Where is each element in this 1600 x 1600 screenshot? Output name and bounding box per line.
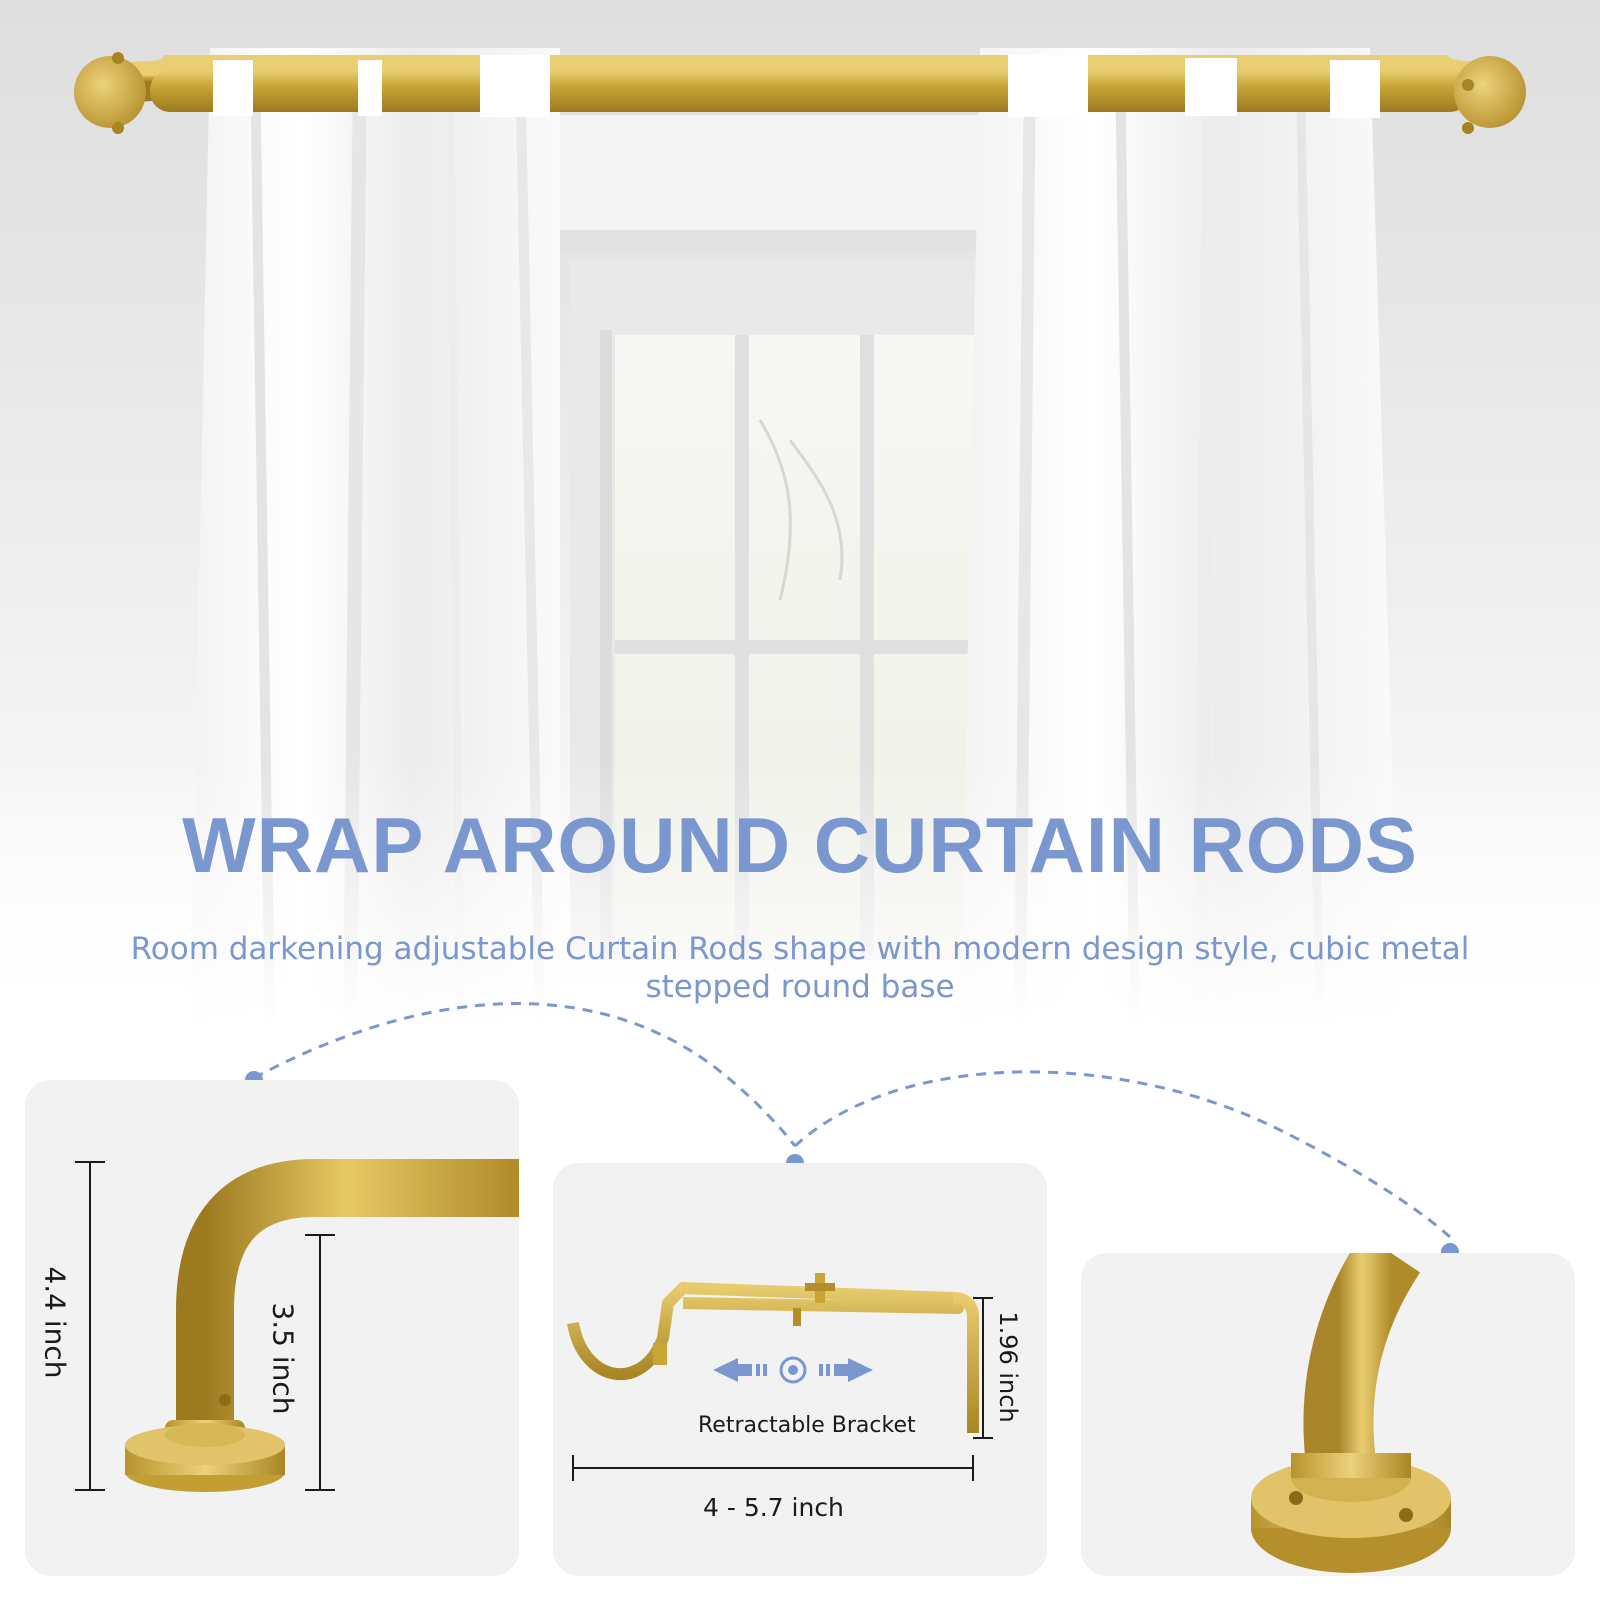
bracket-illustration: [567, 1273, 993, 1481]
base-closeup-illustration: [1251, 1253, 1451, 1573]
height-panel: 4.4 inch 3.5 inch: [25, 1080, 519, 1576]
outer-height-label: 4.4 inch: [38, 1266, 72, 1379]
bracket-width-label: 4 - 5.7 inch: [703, 1493, 844, 1522]
bracket-panel: Retractable Bracket 1.96 inch 4 - 5.7 in…: [553, 1163, 1047, 1576]
retractable-bracket-label: Retractable Bracket: [698, 1413, 916, 1438]
subline: Room darkening adjustable Curtain Rods s…: [130, 931, 1470, 1005]
bracket-height-label: 1.96 inch: [994, 1311, 1022, 1423]
headline: WRAP AROUND CURTAIN RODS: [182, 801, 1418, 889]
curtain-scene: [0, 0, 1600, 1030]
gold-rod: [74, 52, 1526, 134]
base-panel: [1081, 1253, 1575, 1576]
inner-height-label: 3.5 inch: [266, 1302, 300, 1415]
double-arrow-icon: [713, 1356, 873, 1384]
rod-elbow-illustration: [75, 1159, 519, 1492]
